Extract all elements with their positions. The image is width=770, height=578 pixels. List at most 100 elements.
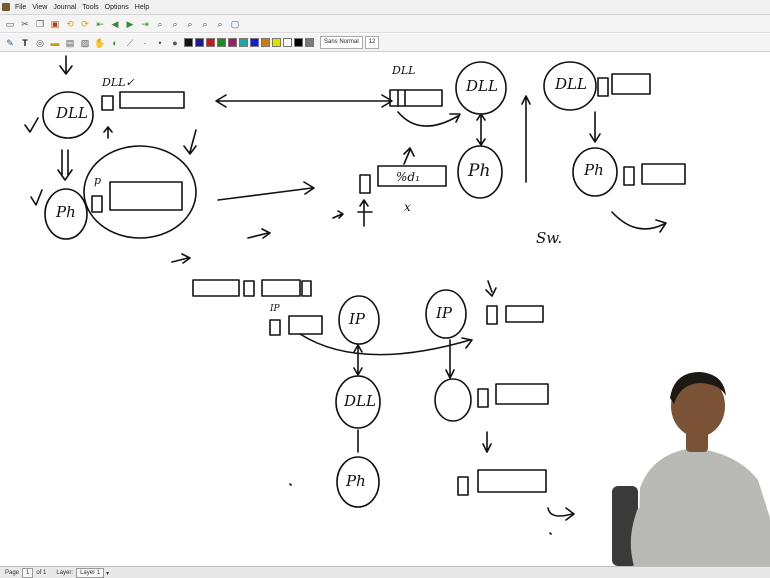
ink-frame-box-9 [288, 315, 323, 335]
ink-frame-box-10 [505, 305, 544, 323]
layer-select[interactable]: Layer 1 [76, 568, 105, 578]
cut-icon[interactable]: ✂ [21, 18, 29, 29]
note-ip-2: IP [436, 304, 453, 322]
note-sw: Sw. [536, 229, 563, 247]
next-page-icon[interactable]: ▶ [126, 18, 134, 29]
ink-circle-dll-4 [335, 375, 381, 429]
ink-frame-box-11 [495, 383, 549, 405]
note-dll-right: DLL [555, 75, 587, 93]
layer-dropdown-icon[interactable]: ▾ [106, 570, 110, 577]
color-swatch-8[interactable] [261, 38, 270, 47]
menu-file[interactable]: File [15, 3, 27, 11]
redo-icon[interactable]: ⟳ [81, 18, 89, 29]
ink-double-arrow-down [57, 149, 73, 181]
ruler-icon[interactable]: ⟋ [126, 37, 134, 48]
note-ph-1: Ph [56, 203, 76, 221]
note-dll-circle-mid: DLL [466, 77, 498, 95]
menu-help[interactable]: Help [134, 3, 150, 11]
ink-box-inner-lines [397, 89, 406, 107]
select-rect-icon[interactable]: ▨ [80, 37, 90, 48]
fullscreen-icon[interactable]: ▢ [230, 18, 240, 29]
ink-frame-box-3 [389, 89, 443, 107]
zoom-100-icon[interactable]: ⌕ [187, 18, 193, 29]
ink-arrow-right-3 [171, 253, 191, 264]
ink-circle-ph-2 [457, 145, 503, 199]
zoom-fit-icon[interactable]: ⌕ [157, 18, 163, 29]
note-ip-1: IP [349, 310, 366, 328]
prev-page-icon[interactable]: ◀ [111, 18, 119, 29]
ink-layer [24, 55, 686, 535]
color-swatch-10[interactable] [283, 38, 292, 47]
ink-circle-ip-1 [338, 295, 380, 345]
menu-options[interactable]: Options [104, 3, 129, 11]
color-swatch-1[interactable] [184, 38, 193, 47]
hand-tool-icon[interactable]: ✋ [94, 37, 106, 48]
image-tool-icon[interactable]: ◎ [36, 37, 44, 48]
zoom-width-icon[interactable]: ⌕ [217, 18, 223, 29]
font-name-field[interactable]: Sans Normal [320, 36, 363, 49]
ink-arrow-down-3 [485, 280, 497, 297]
color-swatch-6[interactable] [239, 38, 248, 47]
ink-small-box-10 [477, 388, 489, 408]
menu-journal[interactable]: Journal [53, 3, 77, 11]
note-ph-right: Ph [584, 161, 604, 179]
color-swatch-12[interactable] [305, 38, 314, 47]
color-swatch-4[interactable] [217, 38, 226, 47]
presenter-torso [638, 448, 770, 566]
thick-pen-icon[interactable]: ● [172, 37, 178, 48]
copy-icon[interactable]: ❐ [35, 18, 45, 29]
ink-hook-arrow [547, 507, 575, 521]
ink-curve-connector [299, 333, 473, 356]
ink-frame-box-6 [641, 163, 686, 185]
color-swatch-11[interactable] [294, 38, 303, 47]
page-label: Page [5, 570, 20, 576]
ink-frame-box-5 [611, 73, 651, 95]
ink-frame-box-1 [119, 91, 185, 109]
menu-bar: File View Journal Tools Options Help [0, 0, 770, 15]
page-number-field[interactable]: 1 [22, 568, 34, 578]
color-palette [184, 38, 316, 47]
color-swatch-2[interactable] [195, 38, 204, 47]
font-size-field[interactable]: 12 [364, 36, 380, 49]
ink-check-2 [30, 189, 43, 206]
ink-circle-dll-3 [543, 61, 597, 111]
ink-small-arrow-1 [332, 210, 344, 219]
menu-view[interactable]: View [32, 3, 48, 11]
drawing-canvas[interactable]: DLL DLL✓ Ph p DLL DLL Ph %d₁ x DLL Ph Sw… [0, 53, 770, 565]
ink-arrow-right-1 [217, 181, 315, 201]
medium-pen-icon[interactable]: • [158, 37, 162, 48]
save-icon[interactable]: ▭ [5, 18, 15, 29]
pen-toolbar: ✎ T ◎ ▬ ▤ ▨ ✋ ◐ ⟋ · • ● Sans Normal 12 [0, 34, 770, 52]
zoom-in-icon[interactable]: ⌕ [202, 18, 208, 29]
last-page-icon[interactable]: ⇥ [141, 18, 149, 29]
pen-icon[interactable]: ✎ [6, 37, 14, 48]
first-page-icon[interactable]: ⇤ [96, 18, 104, 29]
paste-icon[interactable]: ▣ [50, 18, 60, 29]
ink-circle-ip-2 [425, 289, 467, 339]
eraser-icon[interactable]: ▤ [65, 37, 75, 48]
thin-pen-icon[interactable]: · [143, 37, 147, 48]
ink-frame-box-2 [109, 181, 183, 211]
undo-icon[interactable]: ⟲ [66, 18, 74, 29]
ink-double-arrow-h [215, 94, 393, 108]
ink-circle-ph-4 [336, 456, 380, 508]
note-dll-bottom: DLL [344, 392, 376, 410]
presenter-hair [670, 372, 726, 404]
highlighter-icon[interactable]: ▬ [50, 37, 60, 48]
presenter-video [612, 368, 770, 566]
note-ip-small: IP [270, 304, 280, 314]
color-swatch-5[interactable] [228, 38, 237, 47]
note-ph-bottom: Ph [346, 472, 366, 490]
color-swatch-9[interactable] [272, 38, 281, 47]
color-swatch-7[interactable] [250, 38, 259, 47]
shape-recognizer-icon[interactable]: ◐ [112, 37, 118, 48]
text-tool-icon[interactable]: T [22, 37, 28, 48]
ink-updown-arrow-2 [353, 344, 363, 376]
presenter-face [671, 375, 725, 437]
color-swatch-3[interactable] [206, 38, 215, 47]
zoom-out-icon[interactable]: ⌕ [172, 18, 178, 29]
menu-tools[interactable]: Tools [82, 3, 99, 11]
note-x-mark: x [404, 200, 411, 214]
ink-small-box-9 [486, 305, 498, 325]
